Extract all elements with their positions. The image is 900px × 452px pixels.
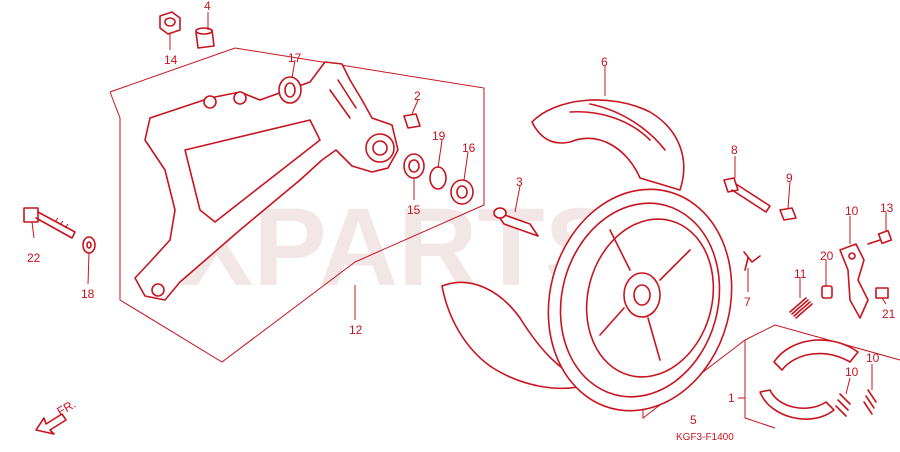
- callout-16: 15: [407, 203, 421, 217]
- callout-10-b: 10: [866, 351, 880, 365]
- callout-17: 16: [462, 141, 476, 155]
- bushing-2: [403, 113, 421, 129]
- callout-6: 6: [601, 55, 608, 69]
- spring-10-b: [863, 389, 877, 415]
- callout-4: 4: [204, 0, 211, 13]
- valve-7: [743, 251, 761, 271]
- bolt-14: [867, 229, 893, 245]
- swingarm: [134, 61, 399, 301]
- brake-shoe-upper: [773, 339, 859, 371]
- collar-4: [195, 27, 215, 49]
- bolt-8: [723, 177, 771, 213]
- callout-7: 7: [744, 295, 751, 309]
- callout-23: 22: [27, 251, 41, 265]
- leader-lines: [31, 12, 887, 399]
- callout-10-a: 10: [845, 365, 859, 379]
- callout-numbers: 4 14 17 2 19 16 15 3 6 8 9 10 13 20 11 2…: [27, 0, 896, 427]
- swingarm-box-top: [109, 47, 485, 263]
- callout-18: 17: [288, 51, 302, 65]
- swingarm-box: [109, 91, 356, 363]
- callout-8: 8: [731, 143, 738, 157]
- diagram-code: KGF3-F1400: [676, 432, 734, 443]
- callout-5: 5: [690, 413, 697, 427]
- collar-3: [493, 207, 539, 237]
- callout-13: 12: [349, 323, 363, 337]
- callout-15: 14: [164, 53, 178, 67]
- direction-label: FR.: [55, 397, 79, 419]
- oil-seal-18: [278, 76, 302, 104]
- callout-21: 20: [820, 249, 834, 263]
- callout-9: 9: [786, 171, 793, 185]
- washer-19: [82, 236, 96, 254]
- callout-20: 19: [432, 129, 446, 143]
- callout-2: 2: [414, 89, 421, 103]
- nut-22: [875, 287, 889, 299]
- spring-12: [789, 297, 813, 319]
- oil-seal-17: [450, 179, 474, 205]
- callout-19: 18: [81, 287, 95, 301]
- bolt-23: [23, 207, 76, 239]
- callout-22: 21: [882, 307, 896, 321]
- brake-box-top: [744, 324, 900, 361]
- bearing-16: [403, 153, 425, 179]
- front-direction-arrow: FR.: [35, 397, 79, 435]
- rear-wheel-5: [547, 188, 733, 412]
- callout-3: 3: [516, 175, 523, 189]
- washer-9: [779, 207, 797, 221]
- brake-shoe-lower: [759, 389, 835, 420]
- brake-box-left: [744, 340, 776, 429]
- callout-11: 10: [845, 204, 859, 218]
- callout-14: 13: [880, 201, 894, 215]
- spring-10-a: [835, 393, 851, 417]
- tire-6: [531, 99, 685, 191]
- spacer-21: [821, 285, 833, 299]
- callout-1: 1: [728, 391, 735, 405]
- nut-15: [159, 11, 181, 35]
- callout-12: 11: [794, 267, 807, 281]
- brake-arm-11: [839, 243, 869, 319]
